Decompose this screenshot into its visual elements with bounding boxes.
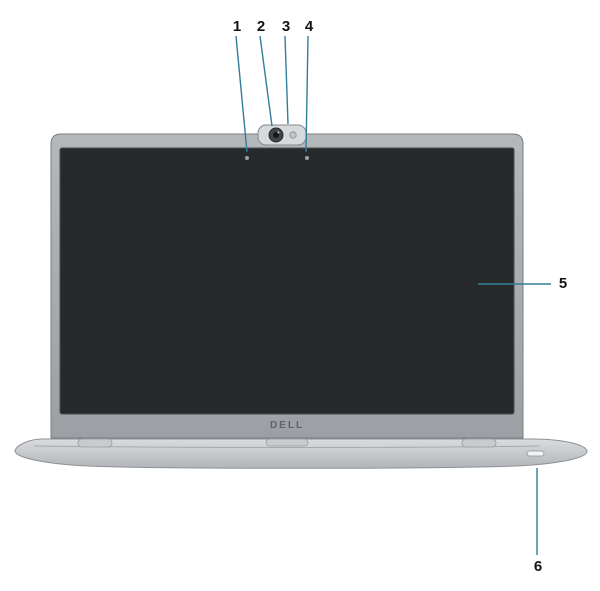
callout-label-3: 3 (281, 18, 291, 35)
callout-line-2 (259, 35, 273, 127)
callout-label-5: 5 (558, 275, 568, 292)
right-microphone (305, 156, 309, 160)
right-hinge-cover (461, 438, 497, 448)
callout-line-1 (235, 35, 248, 153)
display-panel (59, 147, 515, 415)
camera-lens-pupil (273, 132, 279, 138)
dell-logo: DELL (269, 420, 305, 431)
callout-label-1: 1 (232, 18, 242, 35)
callout-line-4 (305, 35, 309, 153)
power-status-light (526, 450, 545, 457)
callout-label-6: 6 (533, 558, 543, 575)
left-microphone (245, 156, 249, 160)
callout-line-3 (284, 35, 289, 125)
camera-status-light (289, 131, 297, 139)
callout-label-4: 4 (304, 18, 314, 35)
camera-lens-glint (277, 131, 280, 134)
callout-label-2: 2 (256, 18, 266, 35)
laptop-base (14, 438, 588, 469)
lid-latch-notch (265, 438, 309, 447)
left-hinge-cover (77, 438, 113, 448)
